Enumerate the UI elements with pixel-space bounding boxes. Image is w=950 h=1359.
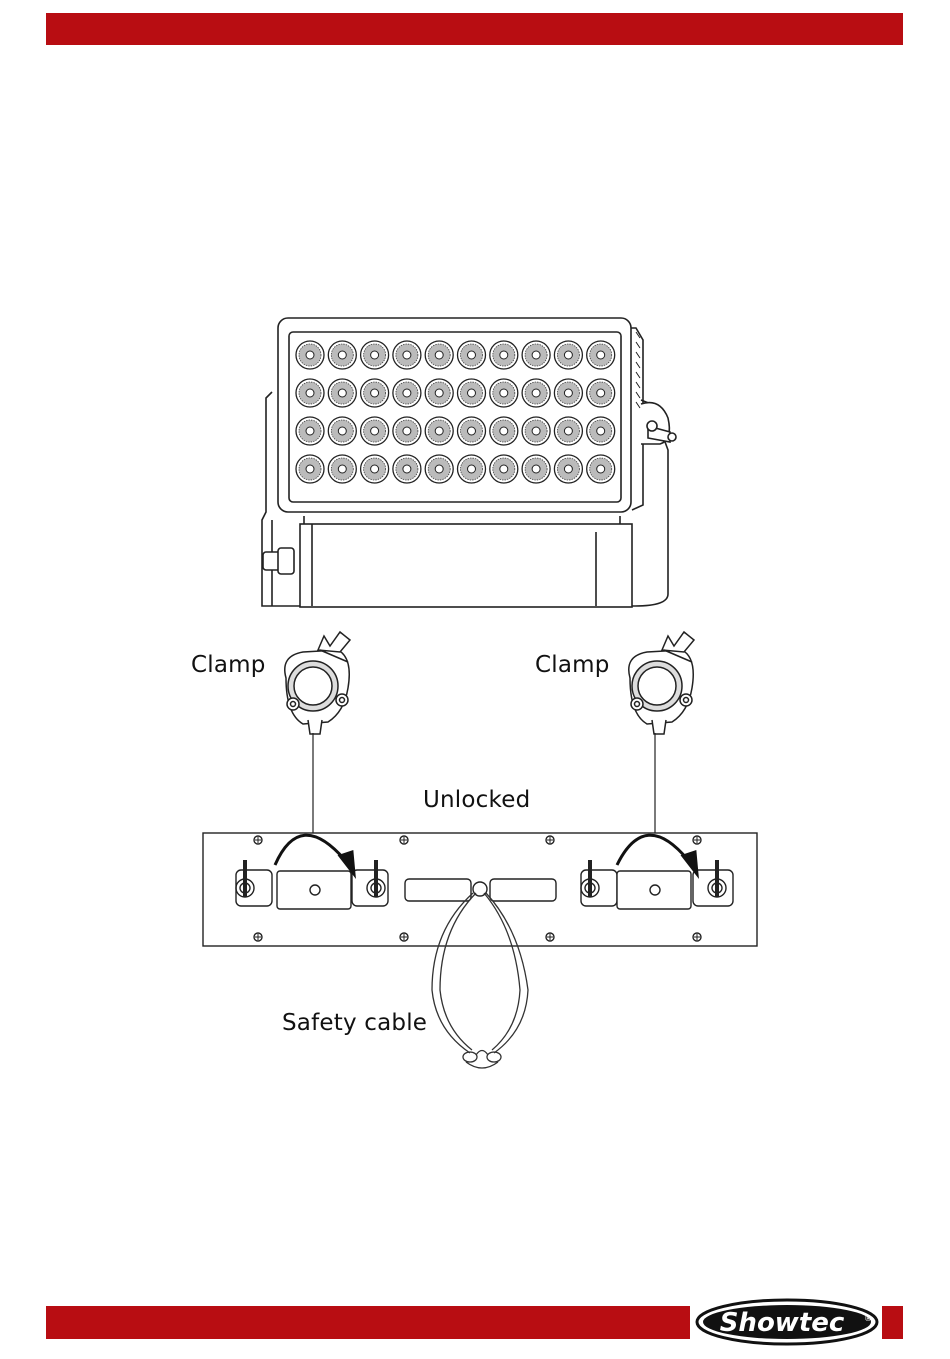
led-lens	[587, 455, 615, 483]
led-lens	[425, 341, 453, 369]
led-lens	[328, 455, 356, 483]
screw-icon	[254, 836, 262, 844]
led-lens	[361, 417, 389, 445]
led-lens	[587, 417, 615, 445]
led-lens	[587, 379, 615, 407]
footer-bar-end	[882, 1306, 903, 1339]
led-fixture-drawing	[262, 318, 676, 607]
led-lens	[522, 341, 550, 369]
screw-icon	[693, 836, 701, 844]
led-lens	[393, 417, 421, 445]
led-lens	[328, 417, 356, 445]
led-lens	[361, 341, 389, 369]
led-lens	[522, 417, 550, 445]
screw-icon	[546, 836, 554, 844]
led-lens	[296, 341, 324, 369]
safety-cable-label: Safety cable	[282, 1010, 427, 1036]
led-lens	[296, 379, 324, 407]
mounting-bracket-drawing	[203, 833, 757, 946]
led-lens	[554, 379, 582, 407]
led-lens	[328, 379, 356, 407]
clamp-left-label: Clamp	[191, 652, 266, 678]
led-lens	[425, 379, 453, 407]
showtec-logo: Showtec ®	[694, 1297, 880, 1347]
screw-icon	[400, 933, 408, 941]
footer-bar	[46, 1306, 690, 1339]
unlocked-label: Unlocked	[423, 787, 530, 813]
screw-icon	[254, 933, 262, 941]
led-lens	[393, 341, 421, 369]
led-lens	[490, 455, 518, 483]
led-lens	[296, 417, 324, 445]
led-lens	[458, 455, 486, 483]
led-lens	[490, 417, 518, 445]
led-lens	[554, 417, 582, 445]
screw-icon	[400, 836, 408, 844]
led-lens	[393, 379, 421, 407]
clamp-left-drawing	[285, 632, 350, 734]
screw-icon	[546, 933, 554, 941]
led-lens	[296, 455, 324, 483]
logo-text: Showtec	[720, 1308, 845, 1338]
led-lens	[554, 341, 582, 369]
led-lens	[393, 455, 421, 483]
led-lens	[458, 341, 486, 369]
led-lens	[458, 379, 486, 407]
clamp-right-drawing	[629, 632, 694, 734]
led-lens	[361, 455, 389, 483]
led-lens	[361, 379, 389, 407]
led-lens	[522, 455, 550, 483]
led-lens	[490, 341, 518, 369]
led-lens	[490, 379, 518, 407]
logo-registered-mark: ®	[864, 1314, 872, 1323]
led-lens	[522, 379, 550, 407]
clamp-right-label: Clamp	[535, 652, 610, 678]
led-lens	[554, 455, 582, 483]
led-lens	[425, 455, 453, 483]
led-lens	[328, 341, 356, 369]
led-lens	[458, 417, 486, 445]
led-lens	[425, 417, 453, 445]
screw-icon	[693, 933, 701, 941]
led-lens	[587, 341, 615, 369]
